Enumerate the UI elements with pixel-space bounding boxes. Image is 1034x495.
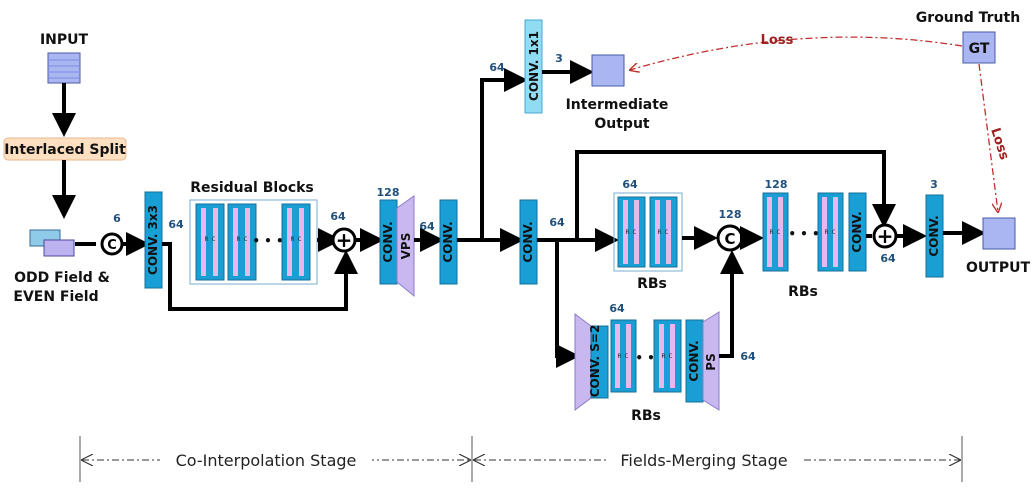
svg-text:+: + <box>336 228 353 252</box>
ps-label: PS <box>704 353 718 370</box>
channel-concat-in: 6 <box>113 212 121 225</box>
output-image <box>982 217 1016 250</box>
svg-text:R C: R C <box>237 236 248 243</box>
arrow-branch-to-conv-s2 <box>555 240 580 368</box>
conv-bottom-end-label: CONV. <box>687 340 701 381</box>
vps-shape <box>396 195 415 298</box>
input-label: INPUT <box>40 32 89 48</box>
svg-text:+: + <box>877 224 894 248</box>
residual-block-1: R C <box>195 203 225 281</box>
odd-even-field-images <box>29 229 75 257</box>
co-interpolation-stage-label: Co-Interpolation Stage <box>176 451 357 470</box>
intermediate-output-label-1: Intermediate <box>566 97 669 113</box>
odd-field-label: ODD Field & <box>14 270 110 286</box>
channel-top-rbs: 64 <box>622 178 638 191</box>
svg-text:C: C <box>724 230 735 248</box>
conv-top-end-label: CONV. <box>850 211 864 252</box>
concat-operator-1: C <box>100 232 124 256</box>
residual-blocks-label: Residual Blocks <box>190 180 314 196</box>
loss-line-output <box>978 63 998 212</box>
ps-shape <box>702 311 720 411</box>
channel-after-1x1: 3 <box>555 52 563 65</box>
vps-label: VPS <box>399 233 413 260</box>
top-rb-1: R C <box>617 196 646 268</box>
stage-label-bg-1 <box>160 450 372 470</box>
right-rb-2: R C <box>817 192 844 272</box>
add-operator-2: + <box>872 223 898 249</box>
channel-after-ps: 64 <box>740 350 756 363</box>
bottom-rb-2: R C <box>653 319 682 393</box>
channel-after-split: 64 <box>549 216 565 229</box>
channel-after-conv3x3: 64 <box>168 218 184 231</box>
ground-truth-label: Ground Truth <box>916 10 1020 26</box>
conv-1x1-block <box>524 19 543 114</box>
loss-line-intermediate <box>630 36 963 70</box>
svg-text:R C: R C <box>658 229 669 236</box>
channel-concat2-out: 128 <box>719 208 742 221</box>
top-rbs-label: RBs <box>637 276 667 292</box>
skip-connection-1 <box>168 244 358 311</box>
svg-text:R C: R C <box>825 229 836 236</box>
loss-label-top: Loss <box>761 33 794 48</box>
svg-text:C: C <box>107 238 117 253</box>
channel-before-1x1: 64 <box>489 61 505 74</box>
svg-text:R C: R C <box>626 229 637 236</box>
even-field-label: EVEN Field <box>13 289 98 305</box>
channel-final-out: 3 <box>930 178 938 191</box>
conv-top-end-block <box>848 192 867 272</box>
conv-final-label: CONV. <box>927 215 941 256</box>
channel-after-plus1: 64 <box>330 210 346 223</box>
residual-block-2: R C <box>227 203 257 281</box>
svg-text:R C: R C <box>662 353 673 360</box>
conv-after-vps-label: CONV. <box>441 221 455 262</box>
residual-block-3: R C <box>281 203 311 281</box>
channel-bottom-rbs: 64 <box>609 302 625 315</box>
conv-s2-block <box>590 325 609 399</box>
conv-3x3-block <box>144 191 163 289</box>
arrow-ps-to-concat2 <box>719 250 744 358</box>
bottom-rb-1: R C <box>610 319 637 393</box>
top-rbs-group <box>613 192 683 272</box>
svg-text:R C: R C <box>770 229 781 236</box>
intermediate-output-image <box>591 54 625 87</box>
channel-after-plus2: 64 <box>880 252 896 265</box>
residual-dots: • • • <box>252 234 283 248</box>
svg-text:R C: R C <box>205 236 216 243</box>
svg-text:R C: R C <box>291 236 302 243</box>
right-rb-1: R C <box>762 192 789 272</box>
concat-operator-2: C <box>716 224 744 252</box>
fields-merging-stage-label: Fields-Merging Stage <box>620 451 787 470</box>
top-rb-2: R C <box>649 196 678 268</box>
gt-image <box>962 31 996 64</box>
gt-label: GT <box>969 41 990 57</box>
conv-3x3-label: CONV. 3x3 <box>146 205 160 275</box>
interlaced-split-label: Interlaced Split <box>4 142 126 158</box>
input-image <box>47 52 81 84</box>
right-rbs-label: RBs <box>788 284 818 300</box>
add-operator-1: + <box>331 227 357 253</box>
arrow-branch-to-conv1x1 <box>480 68 528 240</box>
right-rb-dots: • • • <box>788 227 819 241</box>
intermediate-output-label-2: Output <box>594 116 650 132</box>
channel-after-vps-conv: 64 <box>419 220 435 233</box>
output-label: OUTPUT <box>966 260 1030 276</box>
channel-vps-out: 128 <box>377 186 400 199</box>
conv-before-vps-label: CONV. <box>381 221 395 262</box>
conv-1x1-label: CONV. 1x1 <box>527 31 541 101</box>
skip-connection-2 <box>575 150 896 240</box>
conv-final-block <box>925 194 944 278</box>
svg-text:R C: R C <box>618 353 629 360</box>
bottom-rbs-label: RBs <box>631 408 661 424</box>
channel-top-right-rbs: 128 <box>765 178 788 191</box>
stage-label-bg-2 <box>606 450 802 470</box>
conv-split-label: CONV. <box>521 221 535 262</box>
conv-s2-label: CONV. S=2 <box>588 325 602 398</box>
